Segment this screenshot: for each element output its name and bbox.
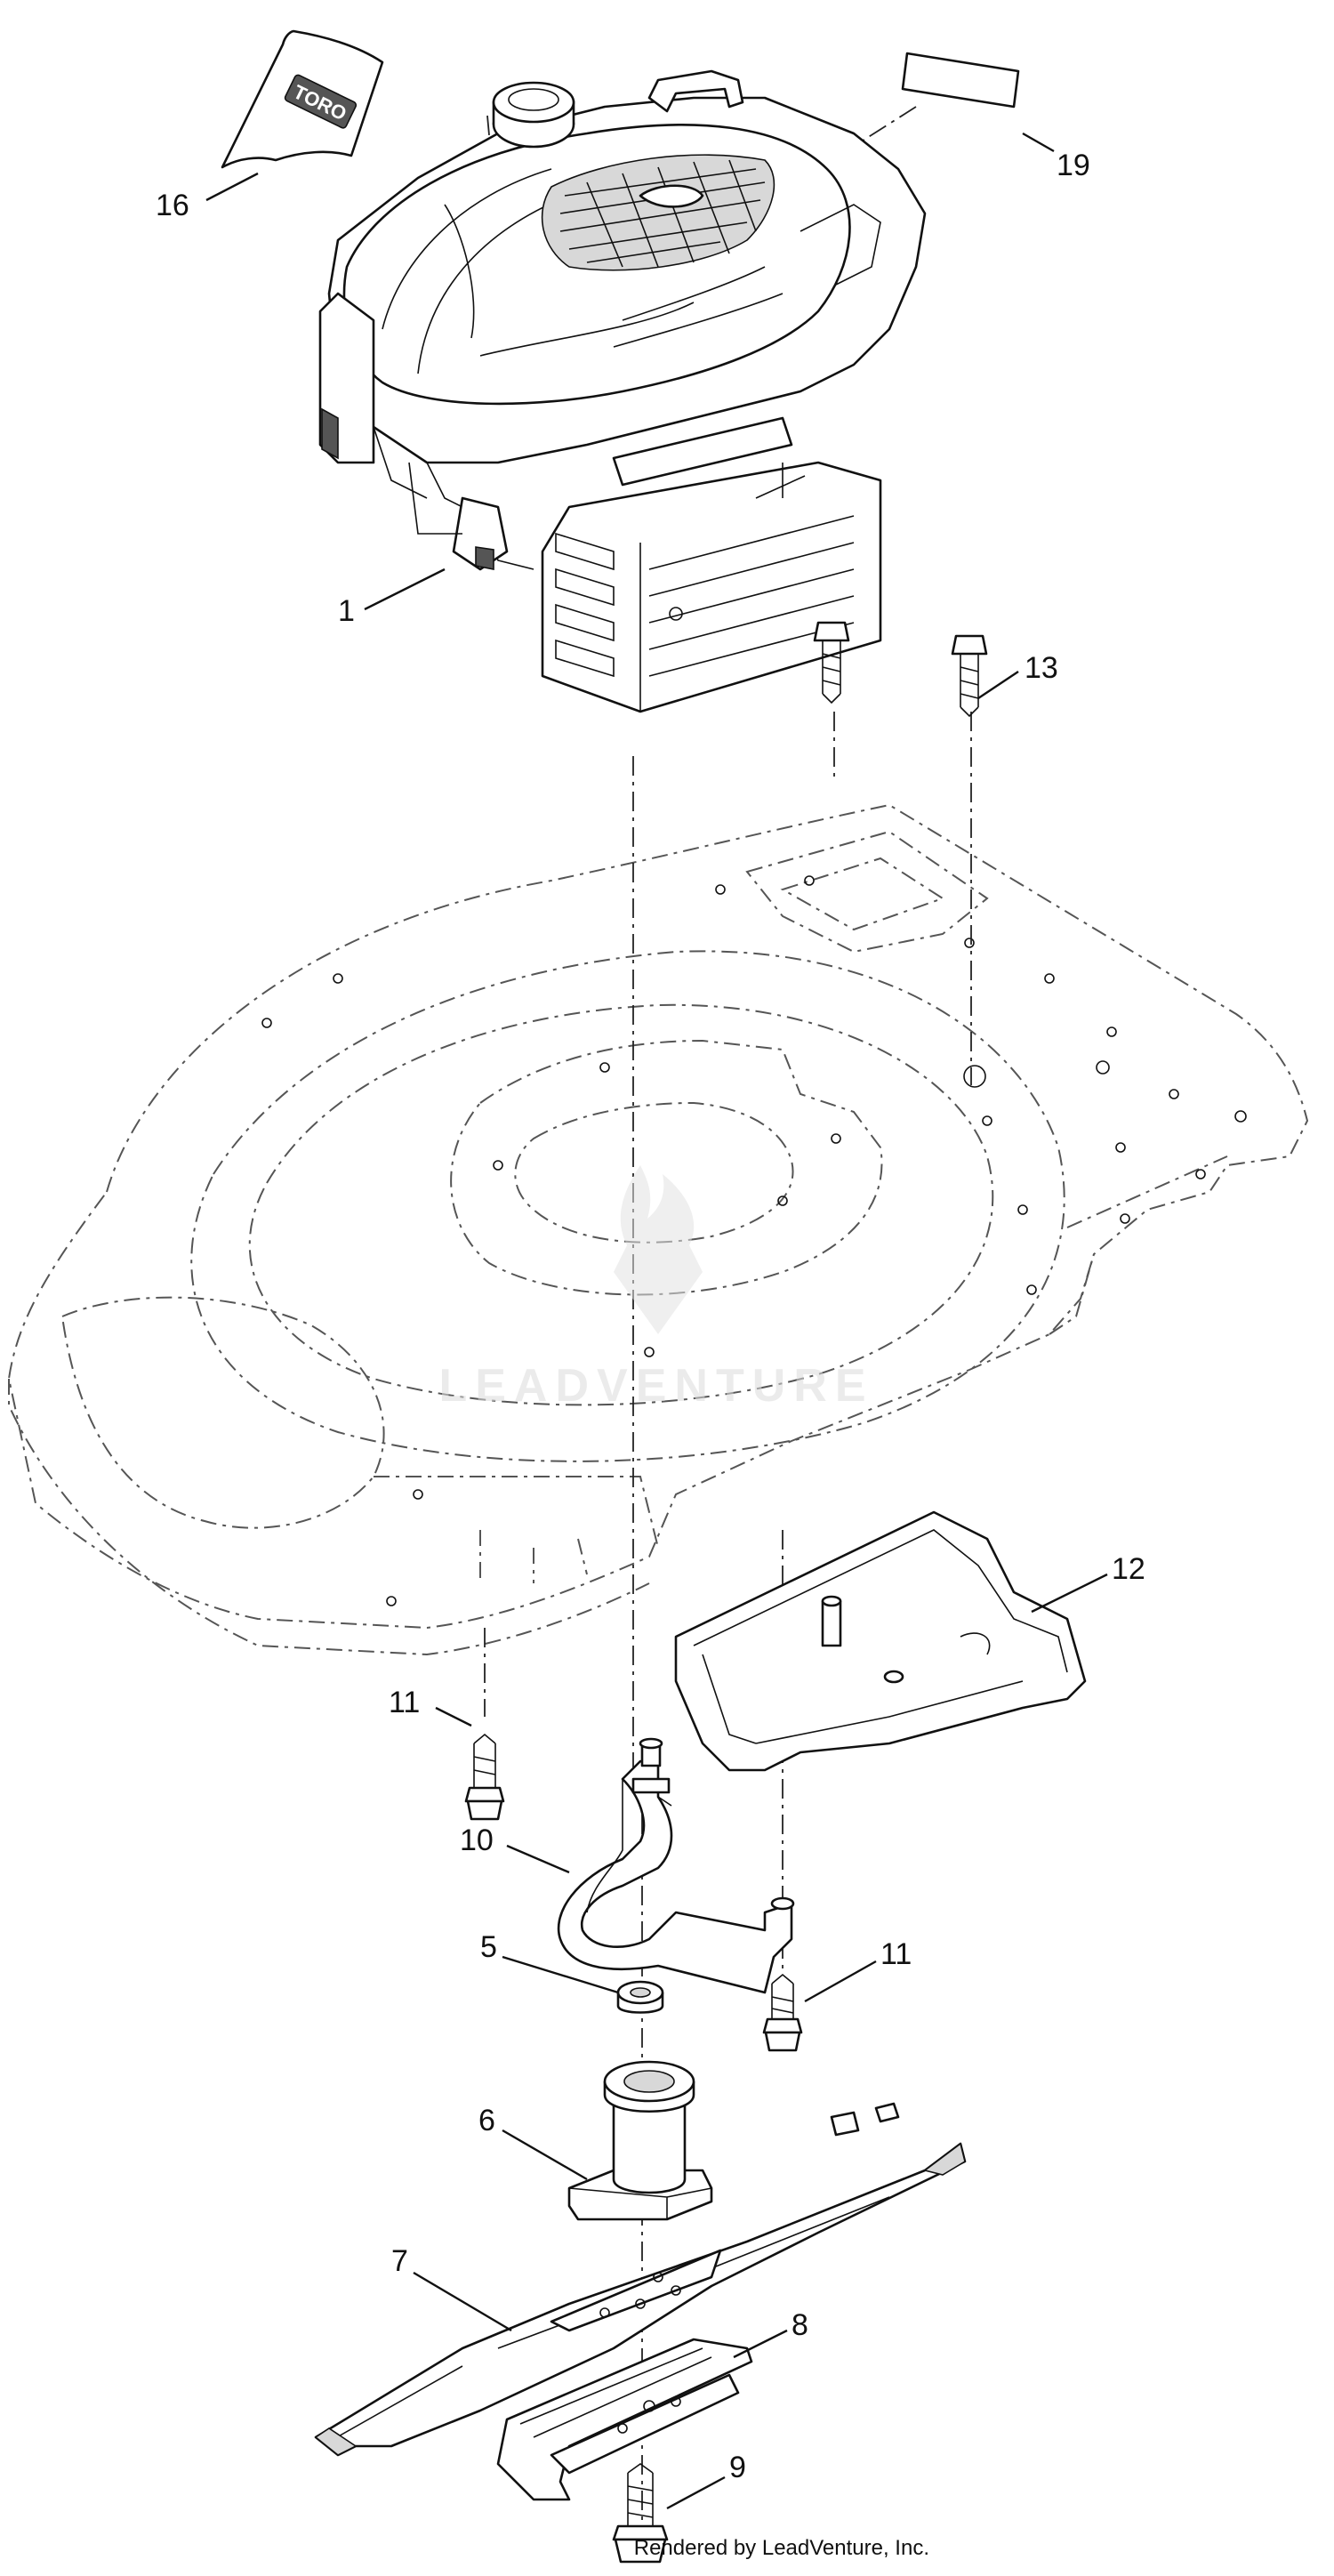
- watermark-logo-icon: [614, 1165, 703, 1334]
- callout-7: 7: [391, 2244, 408, 2278]
- callout-1: 1: [338, 594, 355, 628]
- bolt-9: [612, 2463, 669, 2564]
- engine: [318, 69, 927, 713]
- mower-deck: [7, 803, 1309, 1656]
- callout-16: 16: [156, 189, 189, 222]
- decal-19: [901, 52, 1020, 109]
- callout-19: 19: [1057, 149, 1090, 182]
- bracket-10: [557, 1737, 795, 1994]
- baffle-12: [674, 1510, 1087, 1772]
- blade-7: [314, 2102, 967, 2457]
- stiffener-8: [496, 2338, 753, 2501]
- callout-5: 5: [480, 1930, 497, 1964]
- callout-labels: 16 19 1 13 12 11 10 5 11 6 7 8 9: [156, 149, 1145, 2484]
- bolt-13-right: [951, 634, 988, 718]
- leader-lines: [205, 132, 1108, 2510]
- callout-11-left: 11: [389, 1686, 420, 1719]
- bolt-13-left: [813, 621, 850, 704]
- callout-8: 8: [792, 2308, 808, 2342]
- callout-6: 6: [478, 2104, 495, 2137]
- callout-11-right: 11: [880, 1937, 912, 1971]
- washer-5: [616, 1980, 664, 2014]
- callout-9: 9: [729, 2451, 746, 2484]
- blade-adapter-6: [567, 2060, 713, 2221]
- footer-credit: Rendered by LeadVenture, Inc.: [634, 2536, 929, 2560]
- watermark: LEADVENTURE: [438, 1165, 873, 1412]
- decal-16: TORO: [221, 29, 384, 169]
- bolt-11-left: [464, 1733, 505, 1821]
- callout-12: 12: [1112, 1552, 1145, 1586]
- callout-10: 10: [460, 1823, 494, 1857]
- bolt-11-right: [762, 1973, 803, 2052]
- watermark-text: LEADVENTURE: [438, 1360, 873, 1412]
- callout-13: 13: [1025, 651, 1058, 685]
